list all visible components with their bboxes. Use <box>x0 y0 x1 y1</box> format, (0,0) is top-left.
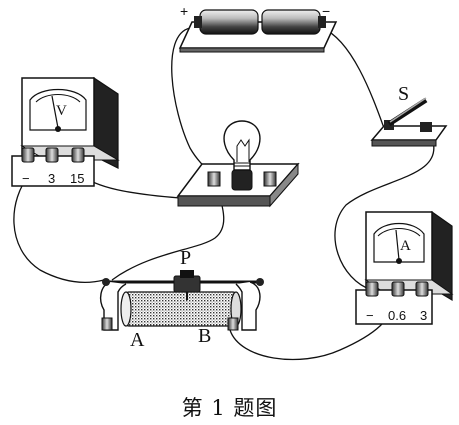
rheostat-slider-label: P <box>180 247 191 269</box>
wire-battery-to-switch <box>321 27 385 129</box>
battery-cell-left <box>199 9 259 35</box>
ammeter-panel-front <box>355 289 433 325</box>
ammeter-needle <box>395 229 400 261</box>
voltmeter-scale <box>35 94 81 103</box>
battery: + − <box>178 3 338 53</box>
lamp-filament <box>236 138 250 162</box>
switch-hinge <box>384 120 394 130</box>
ammeter-terminal-label-3: 3 <box>420 308 427 323</box>
voltmeter-pivot <box>55 126 61 132</box>
wire-voltmeter-to-rheostat <box>13 173 105 283</box>
lamp-terminal-right <box>263 171 277 187</box>
voltmeter-terminal-label-3: 3 <box>48 171 55 186</box>
lamp-base-front <box>177 195 271 207</box>
rheostat-coil-end-left <box>120 291 132 327</box>
lamp <box>176 120 300 208</box>
voltmeter-needle <box>51 95 59 129</box>
ammeter-terminal-label-0-6: 0.6 <box>388 308 406 323</box>
switch-base-top <box>370 125 448 141</box>
ammeter-terminal-3 <box>415 281 429 297</box>
lamp-terminal-left <box>207 171 221 187</box>
battery-cap-left <box>194 16 202 28</box>
rheostat-end-b-label: B <box>198 325 211 347</box>
switch-label: S <box>398 83 409 105</box>
switch[interactable]: S <box>370 83 448 147</box>
voltmeter-terminal-neg <box>21 147 35 163</box>
figure-caption: 第 1 题图 <box>181 396 278 420</box>
rheostat-terminal-a <box>101 317 113 331</box>
switch-blade-highlight <box>389 97 427 123</box>
ammeter-terminal-label-neg: − <box>366 308 374 323</box>
voltmeter-dial <box>29 89 87 131</box>
voltmeter-terminal-label-15: 15 <box>70 171 84 186</box>
rheostat-slider-knob <box>180 270 194 278</box>
rheostat-slider <box>173 275 201 293</box>
rheostat-terminal-right-top <box>256 278 264 286</box>
voltmeter-terminal-3 <box>45 147 59 163</box>
rheostat-bracket-right <box>235 281 261 331</box>
rheostat-coil <box>125 291 237 327</box>
voltmeter-dial-label: V <box>56 103 67 119</box>
ammeter-dial-label: A <box>400 238 411 254</box>
ammeter: A − 0.6 3 <box>355 210 454 325</box>
voltmeter: V − 3 15 <box>11 76 120 187</box>
battery-plus-label: + <box>180 3 188 19</box>
wire-switch-to-ammeter <box>334 137 435 291</box>
switch-base-front <box>371 139 437 147</box>
rheostat-terminal-b <box>227 317 239 331</box>
switch-contact <box>420 122 432 132</box>
voltmeter-terminal-15 <box>71 147 85 163</box>
lamp-bulb <box>223 120 261 171</box>
lamp-socket <box>231 169 253 191</box>
battery-cap-right <box>318 16 326 28</box>
voltmeter-panel-front <box>11 155 95 187</box>
ammeter-terminal-neg <box>365 281 379 297</box>
rheostat-terminal-left-top <box>102 278 110 286</box>
switch-blade <box>387 97 428 127</box>
ammeter-dial <box>373 223 425 263</box>
ammeter-terminal-0-6 <box>391 281 405 297</box>
lamp-base-side <box>269 162 299 208</box>
ammeter-pivot <box>396 258 402 264</box>
ammeter-scale <box>377 228 421 237</box>
battery-cell-right <box>261 9 321 35</box>
battery-base-front <box>179 47 325 53</box>
rheostat-end-a-label: A <box>130 329 145 351</box>
voltmeter-terminal-label-neg: − <box>22 171 30 186</box>
battery-minus-label: − <box>322 3 330 19</box>
rheostat: P A B <box>99 247 264 351</box>
lamp-neck-thread <box>234 162 250 167</box>
